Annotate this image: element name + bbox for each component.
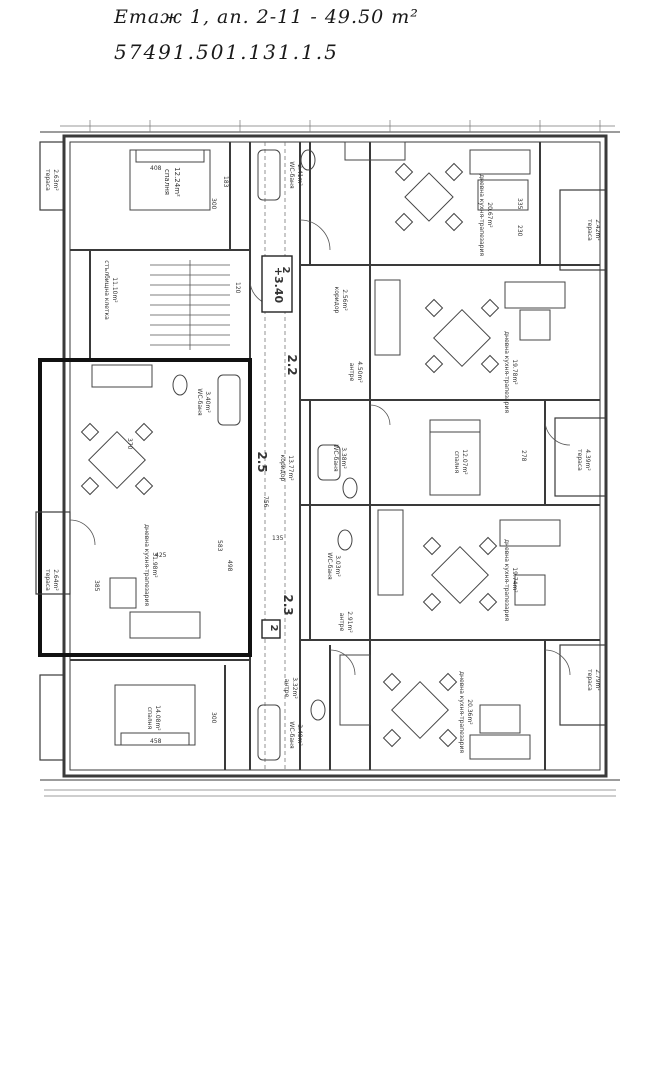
dimension-line-top	[60, 120, 615, 132]
level-marker-elevation: +3.40	[272, 267, 285, 304]
area-stair: 11.10m²	[111, 277, 118, 303]
label-wc-lower: WC-баня	[326, 552, 333, 580]
label-living-bottom-right: дневна кухня-трапезария	[458, 671, 465, 753]
level-marker-boxes	[261, 255, 293, 639]
area-corridor-upper: 2.56m²	[341, 289, 348, 311]
dim-300-top: 300	[210, 198, 217, 210]
area-terrace-apartment: 2.64m²	[52, 569, 59, 591]
dim-756: 756	[262, 496, 269, 508]
area-bedroom-top: 12.24m²	[173, 167, 181, 197]
terraces	[35, 141, 607, 761]
area-wc-lower: 3.03m²	[334, 555, 341, 577]
dim-335: 335	[516, 198, 523, 210]
label-wc-top: WC-баня	[288, 161, 295, 189]
dim-278: 278	[520, 450, 527, 462]
label-antre-mid: антре	[348, 363, 355, 382]
label-terrace-top-left: тераса	[44, 169, 51, 191]
label-terrace-apartment: тераса	[44, 569, 51, 591]
area-corridor-main: 13.77m²	[287, 455, 294, 481]
area-wc-mid: 3.38m²	[340, 447, 347, 469]
label-terrace-bottom-right: тераса	[586, 669, 593, 691]
room-labels: спалня 12.24m² тераса 2.63m² WC-баня 2.4…	[44, 161, 601, 753]
dining-table-4	[422, 536, 498, 612]
toilets	[172, 149, 358, 721]
stairwell-steps	[150, 260, 230, 350]
label-living-apartment: дневна кухня-трапезария	[143, 524, 150, 606]
area-living-top-right: 20.67m²	[486, 202, 493, 228]
dim-230: 230	[516, 225, 523, 237]
label-terrace-top-right: тераса	[586, 219, 593, 241]
label-corridor-main: коридор	[279, 455, 286, 482]
dim-300-bottom: 300	[210, 712, 217, 724]
area-wc-top: 2.41m²	[296, 164, 303, 186]
handwritten-floor-note: Етаж 1, ап. 2-11 - 49.50 m²	[114, 6, 419, 28]
stair-marker-2a: 2	[280, 267, 291, 274]
dim-458: 458	[150, 738, 162, 745]
zone-marker-2-5: 2.5	[255, 451, 269, 472]
door-swings	[69, 219, 571, 676]
label-wc-bottom: WC-баня	[288, 721, 295, 749]
area-antre-lower: 2.91m²	[346, 611, 353, 633]
dim-183: 183	[222, 176, 229, 188]
stair-marker-2b: 2	[268, 625, 279, 632]
bathtubs	[217, 149, 341, 761]
area-wc-bottom: 3.40m²	[296, 724, 303, 746]
label-bedroom-top: спалня	[163, 169, 171, 195]
dining-table-5	[382, 672, 458, 748]
area-antre-bottom: 3.32m²	[291, 677, 298, 699]
dim-370: 370	[126, 438, 133, 450]
zone-marker-2-2: 2.2	[285, 354, 299, 375]
label-bedroom-bottom: спалня	[146, 707, 153, 730]
dining-table-3	[80, 422, 154, 496]
dim-120: 120	[234, 282, 241, 294]
area-bedroom-bottom: 14.08m²	[154, 705, 161, 731]
dim-385: 385	[93, 580, 100, 592]
dim-408: 408	[150, 165, 162, 172]
sofas	[109, 149, 566, 760]
label-corridor-upper: коридор	[333, 287, 340, 314]
label-stair: стълбищна клетка	[103, 260, 110, 320]
area-terrace-top-right: 2.42m²	[594, 219, 601, 241]
area-bedroom-mid-right: 12.07m²	[461, 449, 468, 475]
area-terrace-bottom-right: 2.79m²	[594, 669, 601, 691]
kitchen-counters	[91, 141, 406, 726]
level-markers: +3.40 2.2 2.5 2.3 2 2	[255, 267, 299, 632]
label-living-top-right: дневна кухня-трапезария	[478, 174, 485, 256]
label-wc-mid: WC-баня	[332, 444, 339, 472]
dim-135: 135	[272, 535, 284, 542]
dim-425: 425	[155, 552, 167, 559]
area-antre-mid: 4.50m²	[356, 361, 363, 383]
interior-walls	[70, 142, 600, 770]
area-terrace-top-left: 2.63m²	[52, 169, 59, 191]
label-antre-lower: антре	[338, 613, 345, 632]
label-antre-bottom: антре	[283, 679, 290, 698]
area-wc-apartment: 3.40m²	[204, 391, 211, 413]
dim-583: 583	[216, 540, 223, 552]
area-living-lower-right: 19.74m²	[511, 567, 518, 593]
beds	[114, 149, 481, 746]
apartment-highlight-outline	[38, 358, 252, 657]
area-living-mid-right: 19.78m²	[511, 359, 518, 385]
area-terrace-mid-right: 4.39m²	[584, 449, 591, 471]
label-living-lower-right: дневна кухня-трапезария	[503, 539, 510, 621]
dim-498: 498	[226, 560, 233, 572]
handwritten-cadastral-id: 57491.501.131.1.5	[114, 40, 339, 64]
label-bedroom-mid-right: спалня	[453, 451, 460, 474]
label-terrace-mid-right: тераса	[576, 449, 583, 471]
label-wc-apartment: WC-баня	[196, 388, 203, 416]
area-living-apartment: 31.98m²	[151, 552, 158, 578]
dining-table-1	[394, 162, 464, 232]
dimension-labels: 408 300 183 300 230 120 335 458 425 583 …	[93, 165, 527, 745]
label-living-mid-right: дневна кухня-трапезария	[503, 331, 510, 413]
area-living-bottom-right: 20.36m²	[466, 699, 473, 725]
dining-table-2	[424, 298, 500, 374]
zone-marker-2-3: 2.3	[281, 594, 295, 615]
